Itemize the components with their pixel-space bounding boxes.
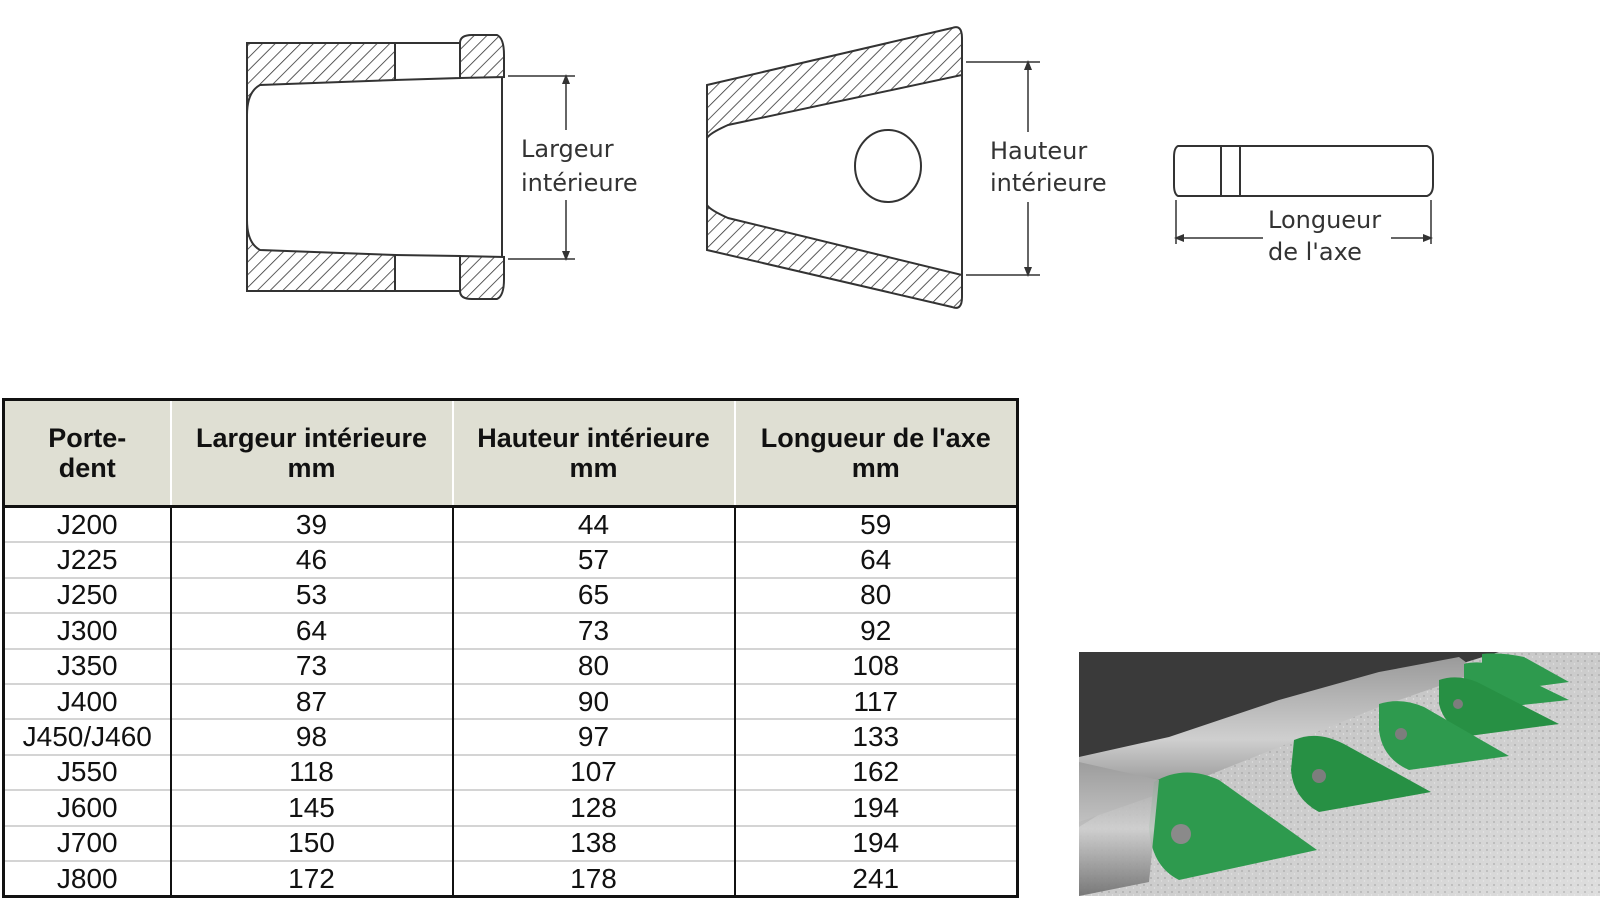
cell-largeur: 73 bbox=[169, 647, 453, 684]
cell-hauteur: 138 bbox=[451, 824, 735, 861]
cell-largeur: 150 bbox=[169, 824, 453, 861]
cell-largeur: 39 bbox=[169, 506, 453, 543]
cell-model: J550 bbox=[3, 753, 171, 791]
cell-hauteur: 80 bbox=[451, 647, 735, 684]
label-longueur-line1: Longueur bbox=[1268, 206, 1381, 234]
cell-longueur: 194 bbox=[733, 824, 1018, 861]
cell-model: J800 bbox=[3, 859, 171, 897]
technical-diagrams: Largeur intérieure Hauteur intérieure Lo… bbox=[0, 0, 1600, 330]
cell-model: J300 bbox=[3, 612, 171, 649]
diagram-svg: Largeur intérieure Hauteur intérieure Lo… bbox=[246, 26, 1434, 309]
cell-largeur: 87 bbox=[169, 682, 453, 720]
header-porte-dent: Porte-dent bbox=[3, 399, 171, 508]
bucket-tooth bbox=[1379, 701, 1509, 770]
cell-longueur: 80 bbox=[733, 576, 1018, 614]
bucket-teeth-photo bbox=[1079, 652, 1600, 896]
bucket-tooth bbox=[1291, 735, 1431, 812]
cell-largeur: 118 bbox=[169, 753, 453, 791]
label-largeur-line1: Largeur bbox=[521, 135, 614, 163]
cell-longueur: 133 bbox=[733, 718, 1018, 755]
cell-largeur: 145 bbox=[169, 789, 453, 826]
cell-model: J250 bbox=[3, 576, 171, 614]
cell-hauteur: 65 bbox=[451, 576, 735, 614]
cell-model: J400 bbox=[3, 682, 171, 720]
cell-longueur: 64 bbox=[733, 541, 1018, 578]
cell-longueur: 241 bbox=[733, 859, 1018, 897]
cell-largeur: 98 bbox=[169, 718, 453, 755]
bucket-body bbox=[1079, 652, 1499, 827]
cell-hauteur: 90 bbox=[451, 682, 735, 720]
diagram-height-section: Hauteur intérieure bbox=[706, 26, 1113, 309]
cell-hauteur: 73 bbox=[451, 612, 735, 649]
cell-hauteur: 97 bbox=[451, 718, 735, 755]
cell-longueur: 108 bbox=[733, 647, 1018, 684]
cell-model: J700 bbox=[3, 824, 171, 861]
cell-hauteur: 178 bbox=[451, 859, 735, 897]
cell-largeur: 64 bbox=[169, 612, 453, 649]
label-largeur-line2: intérieure bbox=[521, 169, 638, 197]
bucket-tooth bbox=[1439, 677, 1559, 736]
cell-longueur: 117 bbox=[733, 682, 1018, 720]
cell-model: J350 bbox=[3, 647, 171, 684]
cell-hauteur: 57 bbox=[451, 541, 735, 578]
cell-longueur: 92 bbox=[733, 612, 1018, 649]
cell-longueur: 162 bbox=[733, 753, 1018, 791]
label-hauteur-line1: Hauteur bbox=[990, 137, 1087, 165]
cell-model: J600 bbox=[3, 789, 171, 826]
cell-hauteur: 128 bbox=[451, 789, 735, 826]
cell-model: J200 bbox=[56, 508, 118, 540]
label-longueur-line2: de l'axe bbox=[1268, 238, 1362, 266]
cell-model: J450/J460 bbox=[3, 718, 171, 755]
cell-largeur: 53 bbox=[169, 576, 453, 614]
cell-longueur: 194 bbox=[733, 789, 1018, 826]
diagram-axle-pin: Longueur de l'axe bbox=[1173, 145, 1434, 269]
label-hauteur-line2: intérieure bbox=[990, 169, 1107, 197]
bucket-tooth bbox=[1149, 772, 1317, 880]
cell-model: J225 bbox=[3, 541, 171, 578]
cell-largeur: 46 bbox=[169, 541, 453, 578]
photo-svg bbox=[1079, 652, 1600, 896]
cell-hauteur: 44 bbox=[451, 506, 735, 543]
diagram-width-section: Largeur intérieure bbox=[246, 34, 644, 300]
cell-longueur: 59 bbox=[733, 506, 1018, 543]
cell-largeur: 172 bbox=[169, 859, 453, 897]
cell-hauteur: 107 bbox=[451, 753, 735, 791]
